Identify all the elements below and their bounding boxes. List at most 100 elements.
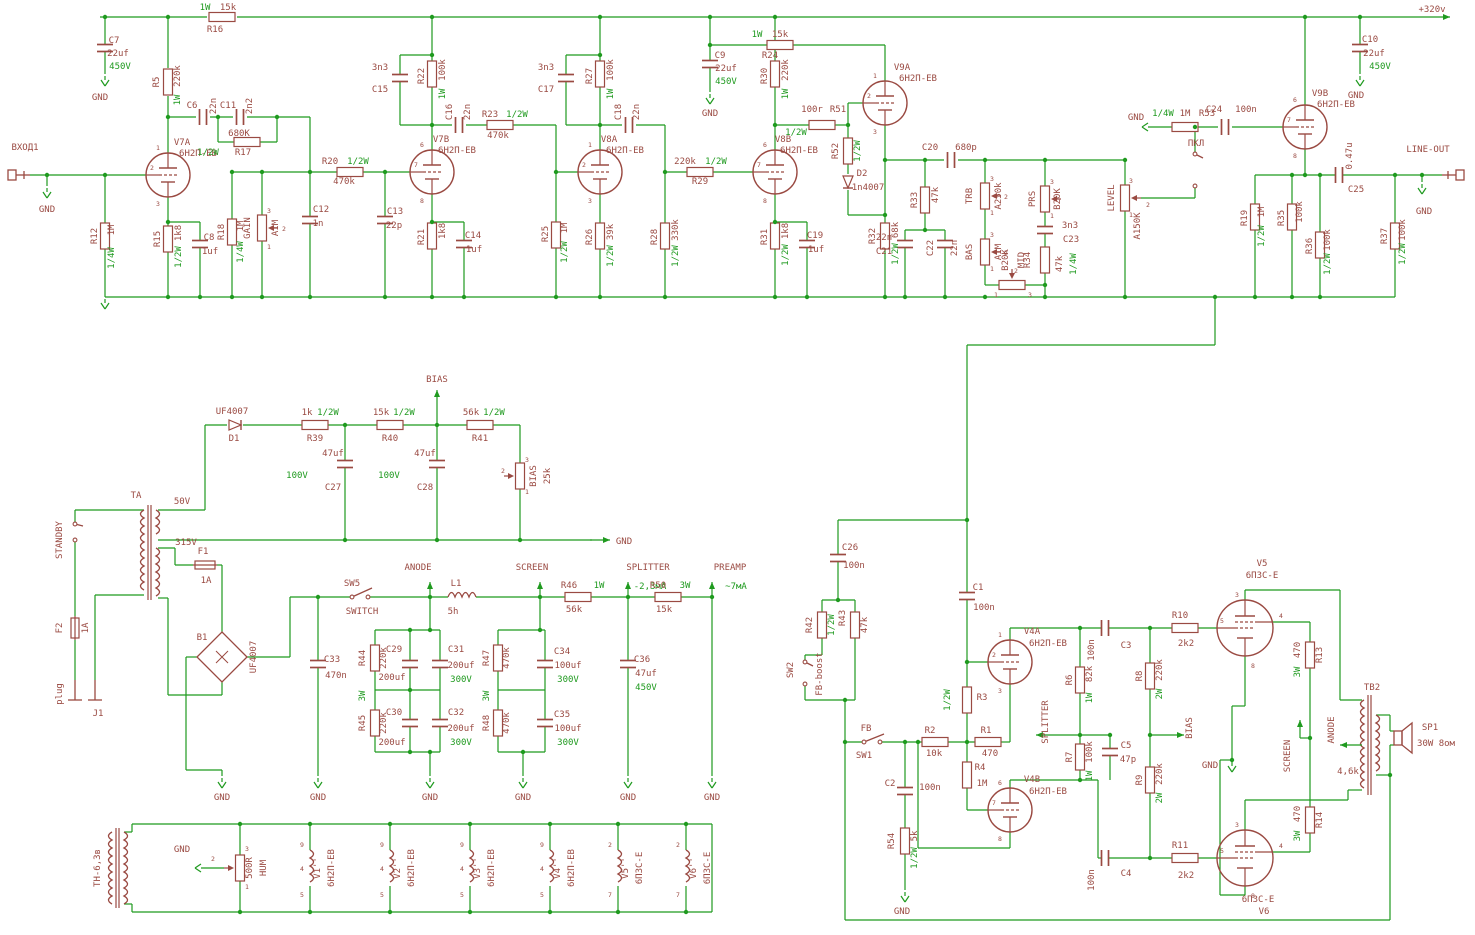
label: 100V [286, 471, 308, 481]
label: 4 [300, 865, 304, 873]
label: F2 [55, 623, 65, 634]
winding-coil [122, 831, 129, 905]
wiper-arrow-head-LEVEL [1131, 195, 1137, 201]
label: 1 [990, 209, 994, 217]
junction-dot [683, 821, 689, 827]
label: 56k [566, 605, 583, 615]
label: 450V [1369, 62, 1391, 72]
label: 1 [994, 291, 998, 299]
junction-dot [537, 627, 543, 633]
label: R13 [1315, 647, 1325, 663]
label: 5 [380, 891, 384, 899]
label: C27 [325, 483, 341, 493]
label: 3 [873, 128, 877, 136]
label: 1k8 [781, 223, 791, 239]
resistor-R30 [769, 60, 781, 88]
junction-dot [229, 294, 235, 300]
junction-dot [274, 114, 280, 120]
label: C21 [876, 247, 892, 257]
label: 47uf [414, 449, 436, 459]
resistor-R6 [1074, 666, 1086, 694]
junction-dot [1392, 172, 1398, 178]
winding-coil [308, 849, 315, 883]
label: 22n [632, 104, 642, 120]
junction-dot [1302, 172, 1308, 178]
resistor-R17 [233, 136, 261, 148]
label: 6Н2П-ЕВ [1317, 100, 1355, 110]
label: R39 [307, 434, 323, 444]
switch-contact-PKL [1192, 151, 1198, 157]
winding-coil [468, 849, 475, 883]
label: BIAS [1185, 717, 1195, 739]
junction-dot [707, 14, 713, 20]
ground-icon [1355, 76, 1365, 87]
switch-contact-SW1 [877, 739, 883, 745]
junction-dot [882, 157, 888, 163]
label: 10k [926, 749, 943, 759]
label: 1 [998, 631, 1002, 639]
label: 8 [1251, 892, 1255, 900]
label: 2 [150, 164, 154, 172]
label: C34 [554, 647, 570, 657]
label: 3W [1293, 666, 1303, 677]
label: V9B [1312, 89, 1328, 99]
label: 100k [1085, 741, 1095, 763]
resistor-R3 [961, 686, 973, 714]
label: 22n [463, 104, 473, 120]
label: 1W [752, 30, 763, 40]
label: 15k [772, 30, 789, 40]
label: 1 [990, 265, 994, 273]
label: 3W [1293, 830, 1303, 841]
label: 100n [843, 561, 865, 571]
label: 1k8 [438, 223, 448, 239]
ground-icon [194, 863, 205, 873]
label: 200uf [378, 738, 405, 748]
label: A1M [994, 243, 1004, 260]
wiper-arrow-head-HUM [228, 865, 234, 871]
label: D2 [857, 169, 868, 179]
rail-arrow-head [1177, 732, 1184, 738]
label: 2W [1155, 688, 1165, 699]
potentiometer-TRB [979, 182, 991, 210]
junction-dot [835, 597, 841, 603]
resistor-R34 [1039, 246, 1051, 274]
rail-arrow-head [434, 390, 440, 397]
label: 7 [992, 799, 996, 807]
label: C4 [1121, 869, 1132, 879]
label: 3n3 [1062, 221, 1078, 231]
label: 15k [373, 408, 390, 418]
label: C32 [448, 708, 464, 718]
label: 1k [302, 408, 313, 418]
resistor-R27 [594, 60, 606, 88]
label: 100r [801, 105, 823, 115]
ground-icon [217, 778, 227, 789]
label: R48 [482, 715, 492, 731]
winding-coil [1359, 699, 1366, 789]
resistor-R16 [208, 11, 236, 23]
label: 6 [763, 141, 767, 149]
junction-dot [1077, 777, 1083, 783]
label: C30 [386, 708, 402, 718]
resistor-R24 [766, 39, 794, 51]
label: GND [620, 793, 636, 803]
label: 1/2W [827, 614, 837, 636]
label: R11 [1172, 841, 1188, 851]
resistor-R42 [816, 611, 828, 639]
label: 450V [109, 62, 131, 72]
label: 1W [1085, 692, 1095, 703]
resistor-R23 [486, 119, 514, 131]
label: 2 [582, 161, 586, 169]
resistor-R33 [919, 186, 931, 214]
label: C25 [1348, 185, 1364, 195]
junction-dot [1317, 172, 1323, 178]
label: TA [131, 491, 142, 501]
label: 1/2W [197, 148, 219, 158]
junction-dot [407, 749, 413, 755]
label: V4'' [553, 857, 563, 879]
label: 470n [325, 671, 347, 681]
label: 4,6k [1337, 767, 1359, 777]
label: R47 [482, 650, 492, 666]
label: PRS [1028, 191, 1038, 207]
label: R52 [831, 143, 841, 159]
potentiometer-BAS [979, 238, 991, 266]
